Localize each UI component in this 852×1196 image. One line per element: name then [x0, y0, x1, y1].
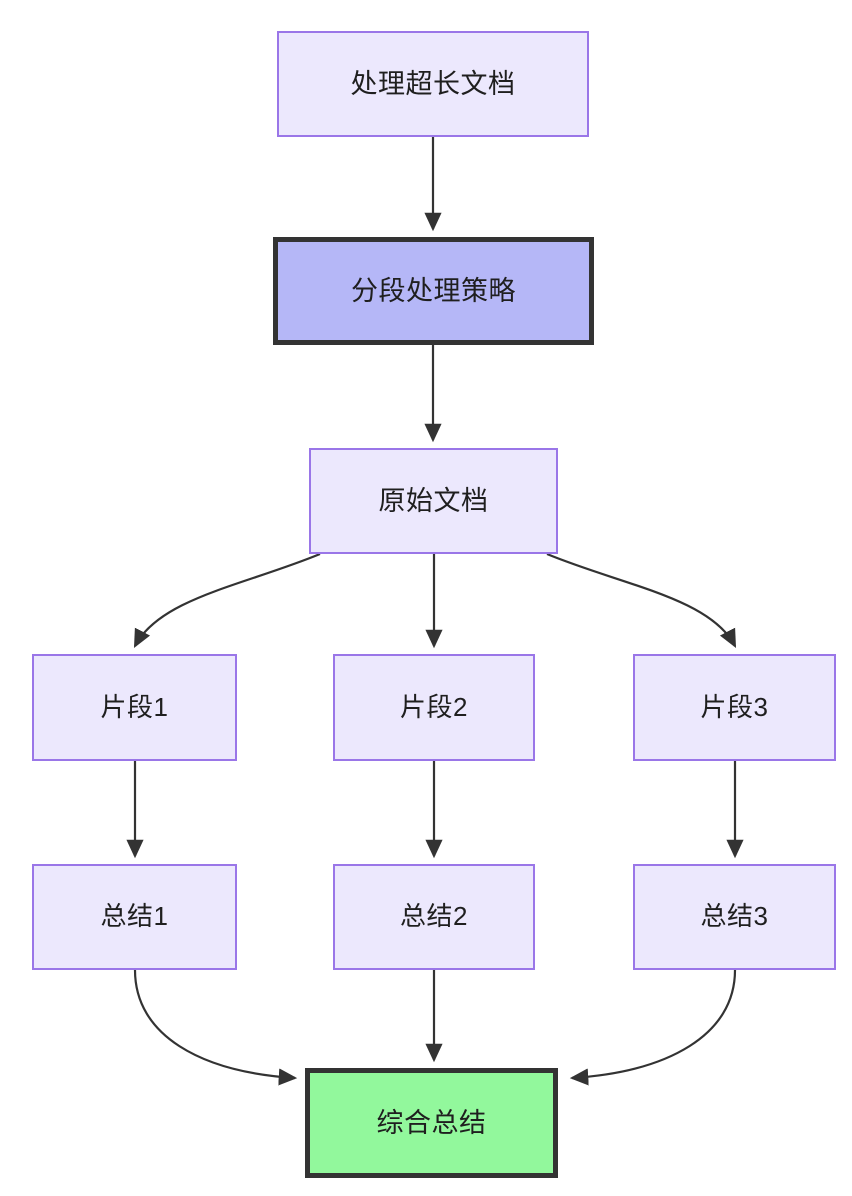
node-summary-1[interactable]: 总结1	[32, 864, 237, 970]
node-chunking-strategy[interactable]: 分段处理策略	[273, 237, 594, 345]
node-summary-2[interactable]: 总结2	[333, 864, 535, 970]
node-label: 总结2	[400, 901, 468, 932]
node-summary-3[interactable]: 总结3	[633, 864, 836, 970]
node-final-summary[interactable]: 综合总结	[305, 1068, 558, 1178]
node-chunk-2[interactable]: 片段2	[333, 654, 535, 761]
edge-source-to-chunk3	[546, 552, 737, 648]
node-label: 片段2	[400, 691, 468, 722]
node-label: 总结3	[700, 901, 769, 932]
node-label: 片段1	[100, 691, 169, 722]
edge-source-to-chunk1	[133, 552, 321, 648]
edge-summary3-to-final	[569, 969, 737, 1086]
node-chunk-1[interactable]: 片段1	[32, 654, 237, 761]
node-label: 原始文档	[378, 485, 489, 516]
edge-summary1-to-final	[133, 969, 298, 1086]
node-label: 处理超长文档	[350, 68, 516, 99]
node-process-long-document[interactable]: 处理超长文档	[277, 31, 589, 137]
node-label: 片段3	[700, 691, 769, 722]
node-chunk-3[interactable]: 片段3	[633, 654, 836, 761]
node-label: 分段处理策略	[351, 275, 516, 306]
node-label: 综合总结	[376, 1107, 487, 1138]
node-label: 总结1	[100, 901, 169, 932]
node-source-document[interactable]: 原始文档	[309, 448, 558, 554]
